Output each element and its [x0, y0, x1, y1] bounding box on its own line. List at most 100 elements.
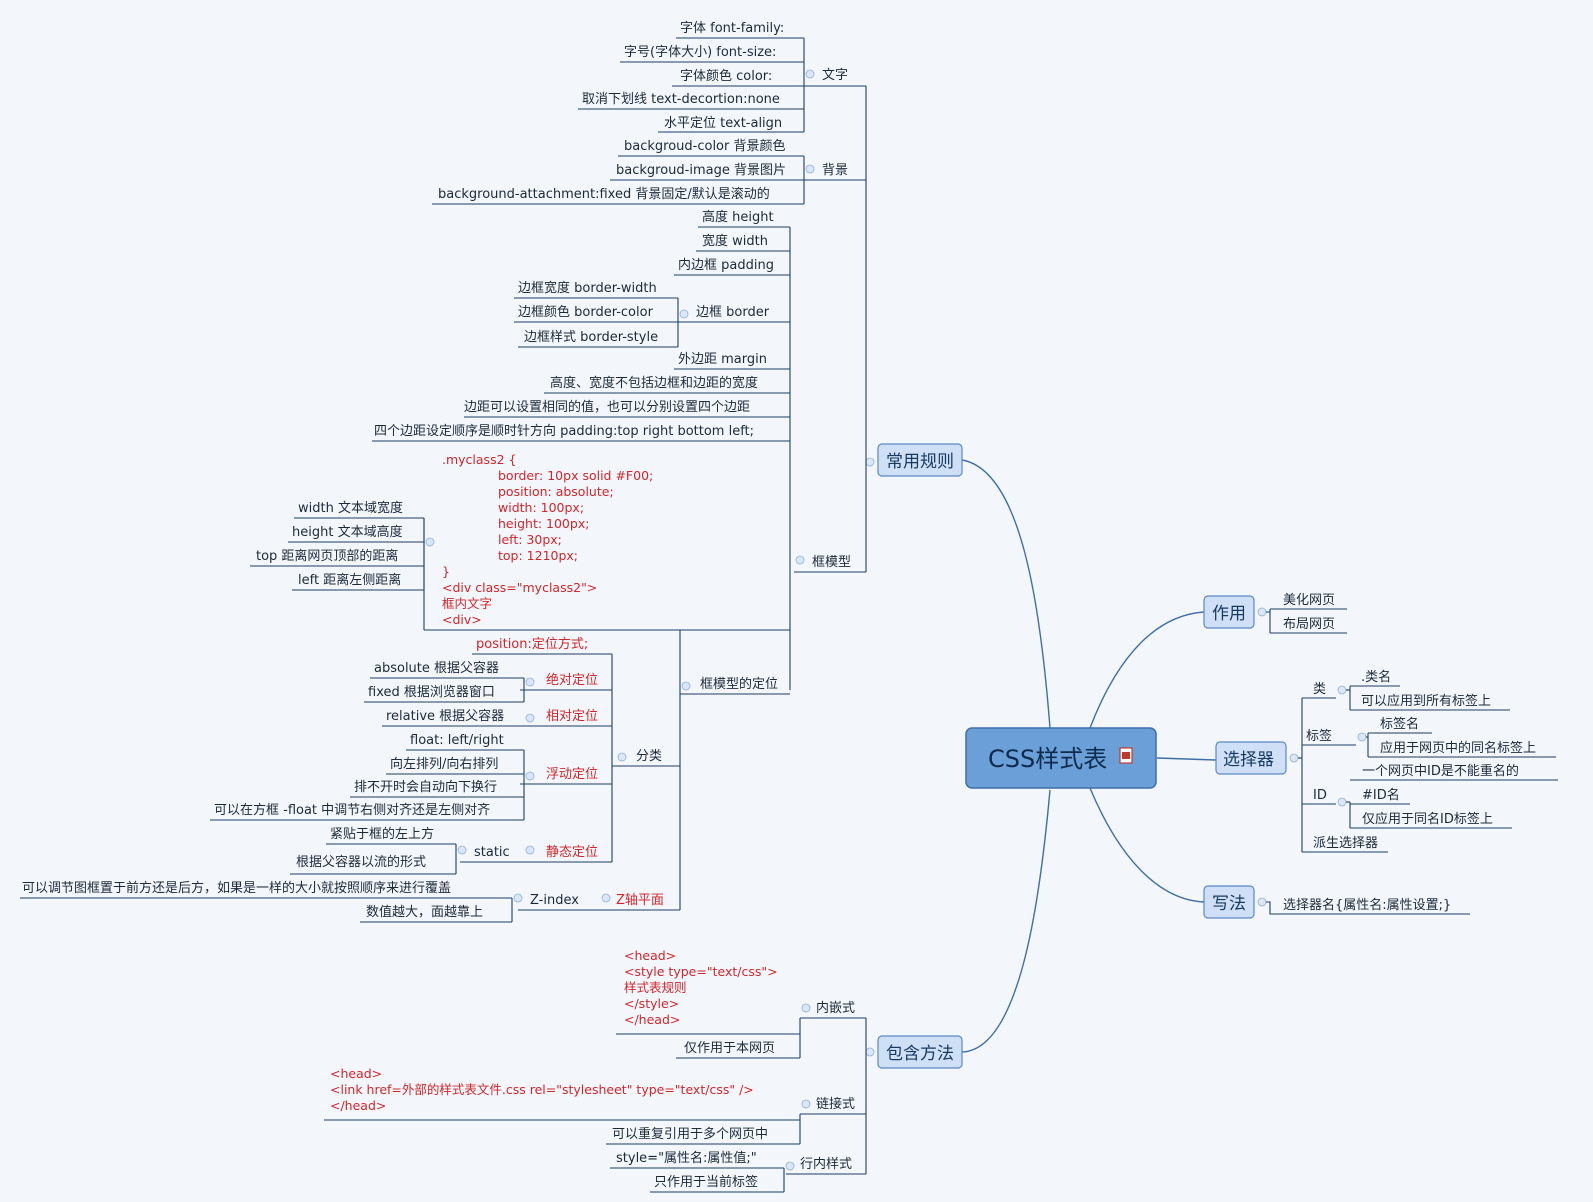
svg-text:类: 类 — [1313, 682, 1326, 697]
svg-text:可以应用到所有标签上: 可以应用到所有标签上 — [1361, 693, 1491, 709]
svg-text:作用: 作用 — [1212, 604, 1246, 624]
svg-text:position: absolute;: position: absolute; — [498, 484, 614, 499]
svg-text:style="属性名:属性值;": style="属性名:属性值;" — [616, 1150, 757, 1166]
svg-text:背景: 背景 — [822, 163, 848, 178]
svg-text:写法: 写法 — [1212, 894, 1246, 914]
svg-text:<head>: <head> — [330, 1066, 382, 1081]
svg-text:框模型的定位: 框模型的定位 — [700, 676, 778, 692]
svg-text:backgroud-image 背景图片: backgroud-image 背景图片 — [616, 163, 786, 178]
svg-text:可以调节图框置于前方还是后方，如果是一样的大小就按照顺序来进: 可以调节图框置于前方还是后方，如果是一样的大小就按照顺序来进行覆盖 — [22, 880, 451, 896]
rules-text-group: 文字 字体 font-family: 字号(字体大小) font-size: 字… — [578, 21, 866, 133]
svg-text:行内样式: 行内样式 — [800, 1156, 852, 1172]
svg-text:宽度 width: 宽度 width — [702, 233, 768, 249]
branch-purpose[interactable]: 作用 — [1203, 595, 1255, 629]
syntax-item: 选择器名{属性名:属性设置;} — [1257, 897, 1470, 915]
svg-text:浮动定位: 浮动定位 — [546, 767, 598, 782]
svg-text:框内文字: 框内文字 — [442, 596, 492, 611]
svg-text:.myclass2 {: .myclass2 { — [442, 452, 516, 467]
svg-text:border: 10px solid #F00;: border: 10px solid #F00; — [498, 468, 653, 483]
svg-text:仅作用于本网页: 仅作用于本网页 — [684, 1041, 775, 1056]
document-icon — [1119, 747, 1133, 764]
rules-spine — [865, 86, 875, 572]
svg-text:数值越大，面越靠上: 数值越大，面越靠上 — [366, 904, 483, 920]
svg-text:相对定位: 相对定位 — [546, 709, 598, 724]
svg-text:外边距 margin: 外边距 margin — [678, 352, 767, 367]
branch-selector[interactable]: 选择器 — [1215, 741, 1287, 775]
svg-text:top 距离网页顶部的距离: top 距离网页顶部的距离 — [256, 548, 398, 564]
svg-text:文字: 文字 — [822, 68, 848, 83]
branch-syntax[interactable]: 写法 — [1203, 885, 1255, 919]
svg-text:高度 height: 高度 height — [702, 209, 774, 225]
svg-text:选择器: 选择器 — [1223, 750, 1274, 770]
svg-text:内嵌式: 内嵌式 — [816, 1000, 855, 1016]
root-label: CSS样式表 — [988, 745, 1107, 773]
svg-text:</head>: </head> — [330, 1098, 386, 1113]
svg-text:width: 100px;: width: 100px; — [498, 500, 584, 515]
svg-text:一个网页中ID是不能重名的: 一个网页中ID是不能重名的 — [1362, 763, 1519, 779]
svg-text:字号(字体大小) font-size:: 字号(字体大小) font-size: — [624, 45, 776, 60]
svg-text:链接式: 链接式 — [816, 1096, 855, 1112]
branch-include-methods[interactable]: 包含方法 — [877, 1035, 963, 1069]
svg-text:边框样式 border-style: 边框样式 border-style — [524, 330, 658, 345]
branch-common-rules[interactable]: 常用规则 — [877, 443, 963, 477]
purpose-item-2: 布局网页 — [1283, 617, 1335, 632]
svg-text:样式表规则: 样式表规则 — [624, 980, 687, 995]
svg-text:紧贴于框的左上方: 紧贴于框的左上方 — [330, 826, 434, 842]
svg-text:常用规则: 常用规则 — [886, 452, 954, 472]
rules-background-group: 背景 backgroud-color 背景颜色 backgroud-image … — [432, 138, 866, 205]
include-spine — [865, 1018, 875, 1174]
svg-text:可以在方框 -float 中调节右侧对齐还是左侧对齐: 可以在方框 -float 中调节右侧对齐还是左侧对齐 — [214, 802, 490, 818]
svg-text:静态定位: 静态定位 — [546, 845, 598, 860]
svg-text:标签: 标签 — [1306, 728, 1332, 744]
svg-text:<style type="text/css">: <style type="text/css"> — [624, 964, 778, 979]
svg-text:字体颜色 color:: 字体颜色 color: — [680, 68, 772, 84]
svg-text:排不开时会自动向下换行: 排不开时会自动向下换行 — [354, 779, 497, 795]
svg-text:仅应用于同名ID标签上: 仅应用于同名ID标签上 — [1362, 811, 1493, 827]
svg-text:框模型: 框模型 — [812, 555, 851, 570]
svg-text:绝对定位: 绝对定位 — [546, 672, 598, 688]
include-embedded-group: 内嵌式 <head> <style type="text/css"> 样式表规则… — [616, 948, 866, 1059]
svg-text:向左排列/向右排列: 向左排列/向右排列 — [390, 756, 498, 772]
svg-text:分类: 分类 — [636, 749, 662, 764]
svg-text:边框 border: 边框 border — [696, 305, 770, 320]
svg-text:static: static — [474, 845, 510, 860]
svg-text:</head>: </head> — [624, 1012, 680, 1027]
svg-text:Z-index: Z-index — [530, 893, 579, 908]
svg-text:<link href=外部的样式表文件.css rel="s: <link href=外部的样式表文件.css rel="stylesheet"… — [330, 1082, 754, 1097]
svg-text:background-attachment:fixed: background-attachment:fixed 背景固定/默认是滚动的 — [438, 186, 770, 202]
svg-text:字体 font-family:: 字体 font-family: — [680, 21, 784, 36]
svg-text:.类名: .类名 — [1361, 669, 1391, 685]
svg-text:<div>: <div> — [442, 612, 482, 627]
purpose-items: 美化网页 布局网页 — [1257, 593, 1347, 634]
svg-text:标签名: 标签名 — [1380, 716, 1419, 732]
svg-text:边框颜色 border-color: 边框颜色 border-color — [518, 304, 654, 320]
svg-text:}: } — [442, 564, 450, 579]
boxmodel-code-block: .myclass2 { border: 10px solid #F00; pos… — [250, 452, 674, 631]
svg-text:relative 根据父容器: relative 根据父容器 — [386, 708, 504, 724]
svg-text:高度、宽度不包括边框和边距的宽度: 高度、宽度不包括边框和边距的宽度 — [550, 375, 758, 391]
svg-text:</style>: </style> — [624, 996, 679, 1011]
svg-text:absolute 根据父容器: absolute 根据父容器 — [374, 660, 499, 676]
svg-text:ID: ID — [1313, 788, 1327, 803]
svg-text:backgroud-color 背景颜色: backgroud-color 背景颜色 — [624, 138, 786, 154]
svg-text:应用于网页中的同名标签上: 应用于网页中的同名标签上 — [1380, 740, 1536, 756]
rules-boxmodel-group: 框模型 高度 height 宽度 width 内边框 padding 边框 bo… — [372, 209, 866, 690]
include-linked-group: 链接式 <head> <link href=外部的样式表文件.css rel="… — [324, 1066, 866, 1145]
svg-text:包含方法: 包含方法 — [886, 1044, 954, 1064]
include-inline-group: 行内样式 style="属性名:属性值;" 只作用于当前标签 — [610, 1150, 866, 1193]
svg-text:边距可以设置相同的值，也可以分别设置四个边距: 边距可以设置相同的值，也可以分别设置四个边距 — [464, 399, 750, 415]
svg-text:选择器名{属性名:属性设置;}: 选择器名{属性名:属性设置;} — [1283, 897, 1451, 913]
svg-text:<head>: <head> — [624, 948, 676, 963]
svg-text:height 文本域高度: height 文本域高度 — [292, 524, 403, 540]
svg-text:position:定位方式;: position:定位方式; — [476, 636, 588, 652]
svg-text:#ID名: #ID名 — [1362, 787, 1400, 803]
svg-text:内边框 padding: 内边框 padding — [678, 257, 774, 273]
selector-items: 类 .类名 可以应用到所有标签上 标签 标签名 应用于网页中的同名标签上 一个网… — [1289, 669, 1558, 853]
svg-text:水平定位 text-align: 水平定位 text-align — [664, 116, 782, 131]
svg-text:取消下划线 text-decortion:none: 取消下划线 text-decortion:none — [582, 92, 780, 107]
svg-text:只作用于当前标签: 只作用于当前标签 — [654, 1174, 758, 1190]
svg-text:float: left/right: float: left/right — [410, 733, 504, 748]
svg-text:height: 100px;: height: 100px; — [498, 516, 589, 531]
root-node[interactable]: CSS样式表 — [965, 727, 1157, 789]
